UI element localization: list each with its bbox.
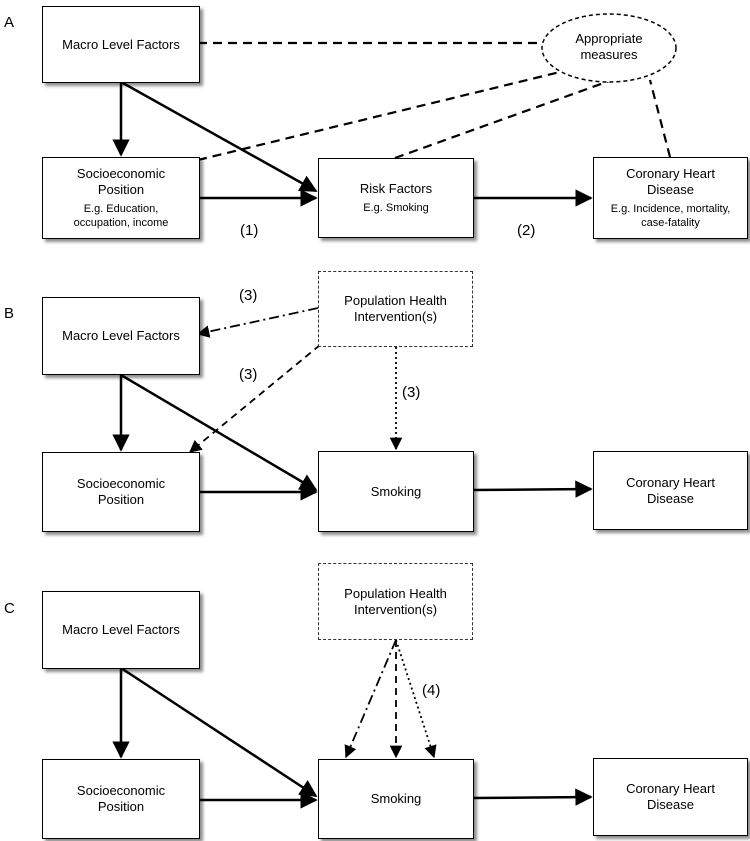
b-intervention-line-2: Intervention(s): [353, 309, 438, 324]
c-socioeconomic-position-box: Socioeconomic Position: [42, 759, 200, 839]
a-sep-sub-line-2: occupation, income: [73, 217, 169, 229]
c-smoking-box: Smoking: [318, 759, 474, 839]
c-intervention-dotted-arrow: [395, 639, 437, 759]
a-appropriate-measures-label: Appropriate measures: [549, 31, 669, 63]
a-sep-subtitle: E.g. Education, occupation, income: [74, 202, 169, 230]
c-path-label-4: (4): [422, 682, 441, 699]
b-intervention-to-macro-arrow: [196, 307, 319, 338]
c-intervention-line-1: Population Health: [344, 585, 447, 601]
c-population-health-intervention-box: Population Health Intervention(s): [318, 563, 473, 640]
a-chd-title-line-2: Disease: [647, 182, 694, 197]
b-macro-level-factors-box: Macro Level Factors: [42, 297, 200, 375]
panel-b-letter: B: [4, 305, 15, 322]
a-path-label-2: (2): [517, 222, 536, 239]
a-sep-title-line-1: Socioeconomic: [76, 166, 166, 181]
a-measures-line-2: measures: [580, 47, 638, 62]
b-intervention-line-1: Population Health: [344, 293, 447, 308]
a-macro-to-risk-arrow: [120, 80, 318, 193]
a-risk-subtitle: E.g. Smoking: [363, 202, 429, 214]
b-path-label-3-macro: (3): [239, 287, 258, 304]
b-smoking-label: Smoking: [370, 483, 422, 499]
b-path-label-3-sep: (3): [239, 366, 258, 383]
a-measures-ellipse: [541, 13, 677, 83]
a-coronary-heart-disease-box: Coronary Heart Disease E.g. Incidence, m…: [593, 157, 748, 239]
b-chd-line-1: Coronary Heart: [626, 474, 715, 490]
a-risk-title: Risk Factors: [359, 181, 433, 196]
a-sep-title-line-2: Position: [97, 182, 145, 197]
a-chd-title: Coronary Heart Disease: [626, 166, 715, 198]
a-sep-measures-link: [197, 70, 561, 162]
c-intervention-line-2: Intervention(s): [353, 601, 438, 617]
panel-c-letter: C: [4, 600, 15, 617]
panel-a-letter: A: [4, 14, 15, 31]
c-macro-level-factors-box: Macro Level Factors: [42, 591, 200, 669]
c-sep-line-1: Socioeconomic: [76, 783, 166, 798]
b-sep-line-2: Position: [97, 492, 145, 507]
a-chd-sub-line-1: E.g. Incidence, mortality,: [610, 203, 731, 215]
c-macro-label: Macro Level Factors: [62, 622, 180, 637]
b-socioeconomic-position-box: Socioeconomic Position: [42, 452, 200, 532]
b-population-health-intervention-box: Population Health Intervention(s): [318, 271, 473, 347]
b-path-label-3-smoking: (3): [402, 384, 421, 401]
c-chd-line-1: Coronary Heart: [626, 781, 715, 796]
c-smoking-to-chd-arrow: [473, 788, 593, 806]
c-macro-to-smoking-arrow: [120, 666, 318, 798]
c-sep-line-2: Position: [97, 799, 145, 814]
a-chd-subtitle: E.g. Incidence, mortality, case-fatality: [611, 202, 731, 230]
a-measures-line-1: Appropriate: [575, 31, 643, 46]
b-smoking-to-chd-arrow: [473, 480, 593, 498]
b-chd-line-2: Disease: [647, 490, 694, 506]
b-sep-line-1: Socioeconomic: [76, 476, 166, 491]
a-path-label-1: (1): [240, 222, 259, 239]
a-chd-sub-line-2: case-fatality: [641, 217, 700, 229]
a-risk-measures-link: [394, 78, 613, 160]
a-sep-sub-line-1: E.g. Education,: [83, 203, 159, 215]
c-coronary-heart-disease-box: Coronary Heart Disease: [593, 758, 748, 836]
a-macro-label: Macro Level Factors: [62, 36, 180, 52]
a-sep-title: Socioeconomic Position: [77, 166, 165, 198]
a-chd-title-line-1: Coronary Heart: [626, 166, 715, 181]
a-chd-measures-link: [648, 79, 672, 158]
c-smoking-label: Smoking: [370, 791, 422, 806]
a-risk-factors-box: Risk Factors E.g. Smoking: [318, 158, 474, 238]
b-intervention-to-sep-arrow: [189, 344, 321, 453]
a-macro-level-factors-box: Macro Level Factors: [42, 6, 200, 83]
b-coronary-heart-disease-box: Coronary Heart Disease: [593, 451, 748, 530]
c-intervention-dashdot-arrow: [344, 639, 397, 759]
b-smoking-box: Smoking: [318, 451, 474, 532]
b-macro-label: Macro Level Factors: [62, 328, 180, 343]
a-socioeconomic-position-box: Socioeconomic Position E.g. Education, o…: [42, 157, 200, 239]
b-macro-to-smoking-arrow: [120, 373, 318, 492]
c-chd-line-2: Disease: [647, 797, 694, 812]
